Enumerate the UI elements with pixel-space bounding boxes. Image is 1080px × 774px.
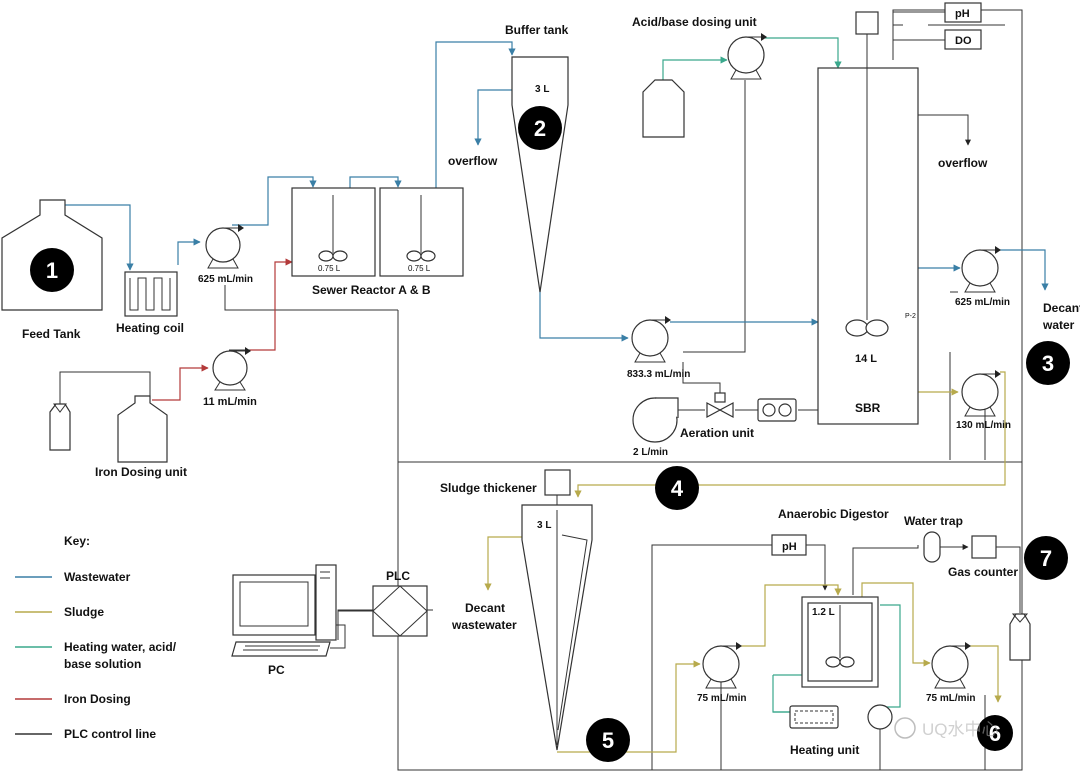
heating-coil-label: Heating coil — [116, 321, 184, 335]
aeration-lines — [676, 291, 958, 411]
plc-label: PLC — [386, 569, 410, 583]
overflow-label-1: overflow — [448, 154, 498, 168]
iron-pump-rate: 11 mL/min — [203, 396, 257, 408]
iron-dosing-label: Iron Dosing unit — [95, 465, 187, 479]
thickener-volume: 3 L — [537, 520, 551, 531]
iron-pump: 11 mL/min — [203, 347, 257, 408]
heating-coil: Heating coil — [116, 271, 184, 335]
buffer-tank-volume: 3 L — [535, 84, 549, 95]
svg-text:5: 5 — [602, 728, 614, 753]
badge-6: 6 — [977, 715, 1013, 751]
legend-title: Key: — [64, 534, 90, 548]
gas-counter-label: Gas counter — [948, 565, 1018, 579]
water-trap-label: Water trap — [904, 514, 963, 528]
iron-dosing-lines — [152, 258, 293, 401]
heating-acid-lines — [662, 37, 901, 713]
anaerobic-digestor-label: Anaerobic Digestor — [778, 507, 889, 521]
wastewater-lines — [52, 41, 1049, 342]
decant-water-label-2: water — [1042, 318, 1075, 332]
ad-volume: 1.2 L — [812, 607, 835, 618]
acid-base-dosing-unit: Acid/base dosing unit — [632, 15, 767, 138]
ad-inlet-pump: 75 mL/min — [697, 642, 746, 704]
pc-computer: PC — [231, 564, 373, 677]
watermark: UQ水中心 — [894, 717, 999, 739]
heating-unit: Heating unit — [789, 704, 893, 757]
ad-outlet-pump-rate: 75 mL/min — [926, 693, 975, 704]
sludge-thickener-label: Sludge thickener — [440, 481, 537, 495]
legend-item-wastewater: Wastewater — [64, 570, 131, 584]
pc-label: PC — [268, 663, 285, 677]
sewer-reactor-label: Sewer Reactor A & B — [312, 283, 431, 297]
overflow-2-line — [918, 114, 971, 146]
overflow-label-2: overflow — [938, 156, 988, 170]
svg-text:3: 3 — [1042, 351, 1054, 376]
legend: Key: Wastewater Sludge Heating water, ac… — [15, 534, 177, 741]
aeration-unit: Aeration unit 2 L/min — [632, 392, 797, 458]
badge-5: 5 — [586, 718, 630, 762]
legend-item-heating: Heating water, acid/ — [64, 640, 177, 654]
decant-water-label-1: Decant — [1043, 301, 1080, 315]
water-trap: Water trap — [904, 514, 963, 563]
feed-pump: 625 mL/min — [198, 224, 253, 285]
legend-item-iron: Iron Dosing — [64, 692, 131, 706]
legend-item-plc: PLC control line — [64, 727, 156, 741]
badge-1: 1 — [30, 248, 74, 292]
decant-pump: 625 mL/min — [955, 246, 1010, 308]
svg-text:6: 6 — [989, 721, 1001, 746]
ph-probe-ad: pH — [771, 534, 807, 556]
badge-4: 4 — [655, 466, 699, 510]
svg-text:4: 4 — [671, 476, 684, 501]
badge-3: 3 — [1026, 341, 1070, 385]
sewer-reactor-b: 0.75 L — [379, 187, 464, 277]
feed-pump-rate: 625 mL/min — [198, 274, 253, 285]
sludge-thickener: Sludge thickener 3 L Decant wastewater — [440, 469, 593, 751]
legend-item-sludge: Sludge — [64, 605, 104, 619]
do-probe-sbr: DO — [944, 29, 982, 50]
gas-counter: Gas counter — [948, 535, 1021, 613]
sbr-pump-rate: 833.3 mL/min — [627, 369, 690, 380]
iron-dosing-unit: Iron Dosing unit — [49, 371, 187, 479]
buffer-tank: Buffer tank 3 L overflow — [448, 23, 569, 293]
svg-text:1: 1 — [46, 258, 58, 283]
acid-base-label: Acid/base dosing unit — [632, 15, 757, 29]
watermark-text: UQ水中心 — [922, 720, 999, 739]
sludge-pump-rate: 130 mL/min — [956, 420, 1011, 431]
sbr-volume: 14 L — [855, 353, 877, 365]
buffer-tank-label: Buffer tank — [505, 23, 569, 37]
anaerobic-digestor: 1.2 L Anaerobic Digestor — [778, 507, 889, 688]
feed-tank-label: Feed Tank — [22, 327, 81, 341]
svg-text:2: 2 — [534, 116, 546, 141]
decant-ww-label-1: Decant — [465, 601, 505, 615]
badge-2: 2 — [518, 106, 562, 150]
reactor-b-volume: 0.75 L — [408, 264, 431, 273]
do-sbr-label: DO — [955, 35, 972, 47]
ad-inlet-pump-rate: 75 mL/min — [697, 693, 746, 704]
reactor-a-volume: 0.75 L — [318, 264, 341, 273]
legend-item-heating-2: base solution — [64, 657, 141, 671]
svg-text:7: 7 — [1040, 546, 1052, 571]
decant-ww-label-2: wastewater — [451, 618, 517, 632]
ph-ad-label: pH — [782, 541, 797, 553]
plc-box: PLC — [372, 569, 428, 637]
badge-7: 7 — [1024, 536, 1068, 580]
sewer-reactor-a: 0.75 L — [291, 187, 376, 277]
heating-unit-label: Heating unit — [790, 743, 859, 757]
ph-probe-sbr: pH — [944, 2, 982, 23]
decant-pump-rate: 625 mL/min — [955, 297, 1010, 308]
sludge-pump: 130 mL/min — [956, 370, 1011, 431]
sludge-lines — [484, 371, 1006, 753]
p2-label: P-2 — [905, 313, 916, 320]
aeration-unit-label: Aeration unit — [680, 426, 754, 440]
sbr-feed-pump: 833.3 mL/min — [627, 316, 690, 380]
sbr-label: SBR — [855, 401, 881, 415]
ph-sbr-label: pH — [955, 8, 970, 20]
ad-outlet-pump: 75 mL/min — [926, 642, 975, 704]
sbr-reactor: 14 L SBR P-2 — [817, 11, 919, 425]
gas-bottle — [1009, 613, 1031, 661]
air-rate-label: 2 L/min — [633, 447, 668, 458]
